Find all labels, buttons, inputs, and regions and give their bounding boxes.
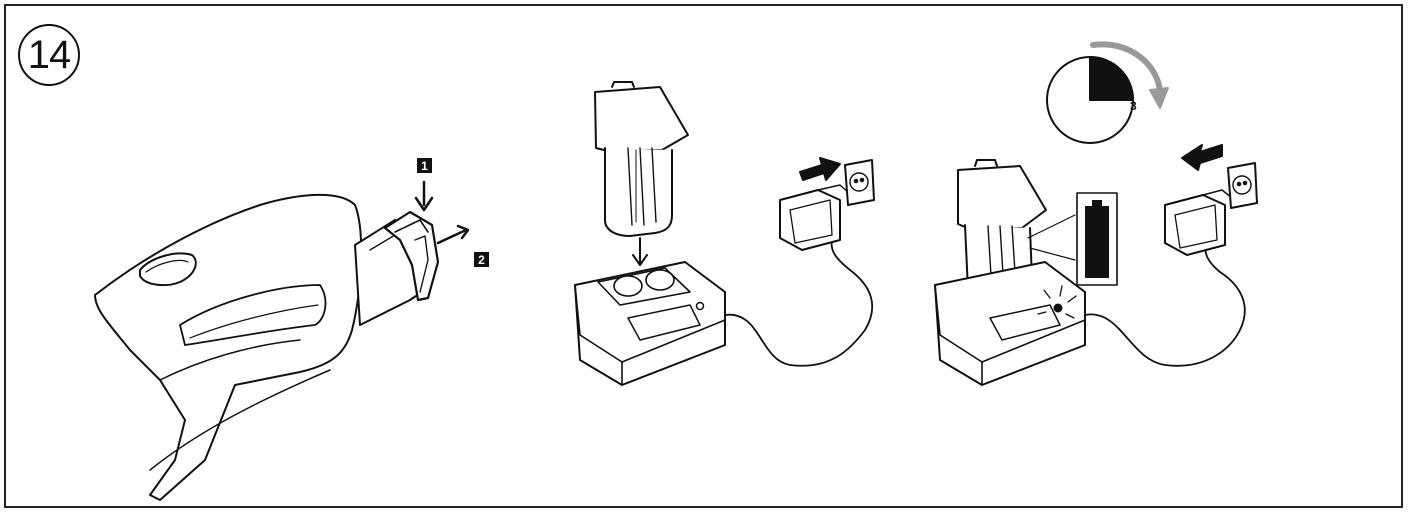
arrow-unplug xyxy=(1181,144,1223,171)
step-number-badge: 14 xyxy=(18,24,80,86)
appliance-ridge-2 xyxy=(159,339,301,381)
panel-insert-battery xyxy=(574,81,875,386)
arrow-pull-out xyxy=(436,224,470,245)
battery-cap xyxy=(594,86,689,153)
charger-cord-charging xyxy=(1084,244,1246,367)
timer-quarter xyxy=(1089,56,1134,101)
battery-latch xyxy=(383,210,440,302)
wall-socket-2 xyxy=(1227,162,1258,209)
appliance-button xyxy=(139,252,197,287)
appliance-grip xyxy=(179,284,327,346)
charger-window xyxy=(627,304,701,341)
timer-arrow xyxy=(1090,41,1163,95)
charger-led xyxy=(695,301,705,311)
arrow-press-down xyxy=(414,180,434,212)
charge-indicator-level xyxy=(1085,206,1109,278)
appliance-ridge xyxy=(149,369,331,471)
step-badge-1: 1 xyxy=(417,158,432,173)
charger-base-charging xyxy=(934,261,1086,386)
panel-remove-battery xyxy=(94,180,470,501)
appliance-body xyxy=(94,193,363,501)
arrow-insert xyxy=(632,237,648,266)
charger-led-on xyxy=(1053,303,1063,313)
charger-cord xyxy=(724,239,874,367)
charger-slot xyxy=(613,275,643,297)
led-glow xyxy=(1037,285,1077,319)
battery-cell xyxy=(604,147,673,237)
panel-charging xyxy=(934,41,1258,386)
arrow-plug-in xyxy=(799,157,841,181)
battery-cap-charging xyxy=(957,165,1047,231)
wall-socket xyxy=(844,159,875,206)
timer-label: 3 xyxy=(1130,99,1137,113)
step-badge-2: 2 xyxy=(474,252,489,267)
